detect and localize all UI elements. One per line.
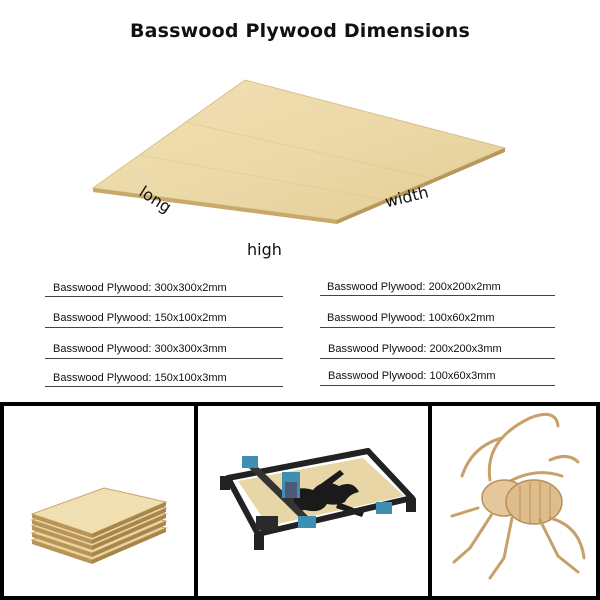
spec-item: Basswood Plywood: 100x60x2mm: [327, 312, 495, 324]
stacked-plywood-image: [4, 406, 194, 596]
spec-divider: [320, 385, 555, 386]
spec-divider: [320, 295, 555, 296]
page-title: Basswood Plywood Dimensions: [129, 20, 471, 42]
spec-item: Basswood Plywood: 200x200x2mm: [327, 281, 501, 293]
spec-item: Basswood Plywood: 200x200x3mm: [328, 343, 502, 355]
spec-item: Basswood Plywood: 150x100x3mm: [53, 372, 227, 384]
spec-divider: [320, 358, 555, 359]
spec-item: Basswood Plywood: 100x60x3mm: [328, 370, 496, 382]
spec-divider: [320, 327, 555, 328]
laser-engraver-image: [198, 406, 428, 596]
plywood-sheet-image: [0, 60, 600, 270]
spec-divider: [45, 327, 283, 328]
spec-divider: [45, 296, 283, 297]
spec-item: Basswood Plywood: 300x300x3mm: [53, 343, 227, 355]
spec-divider: [45, 358, 283, 359]
wooden-cricket-model-image: [432, 406, 596, 596]
dimension-high-label: high: [247, 240, 282, 259]
spec-item: Basswood Plywood: 150x100x2mm: [53, 312, 227, 324]
spec-item: Basswood Plywood: 300x300x2mm: [53, 282, 227, 294]
product-image-strip: [0, 402, 600, 600]
spec-divider: [45, 386, 283, 387]
spec-table: Basswood Plywood: 300x300x2mm Basswood P…: [0, 276, 600, 396]
